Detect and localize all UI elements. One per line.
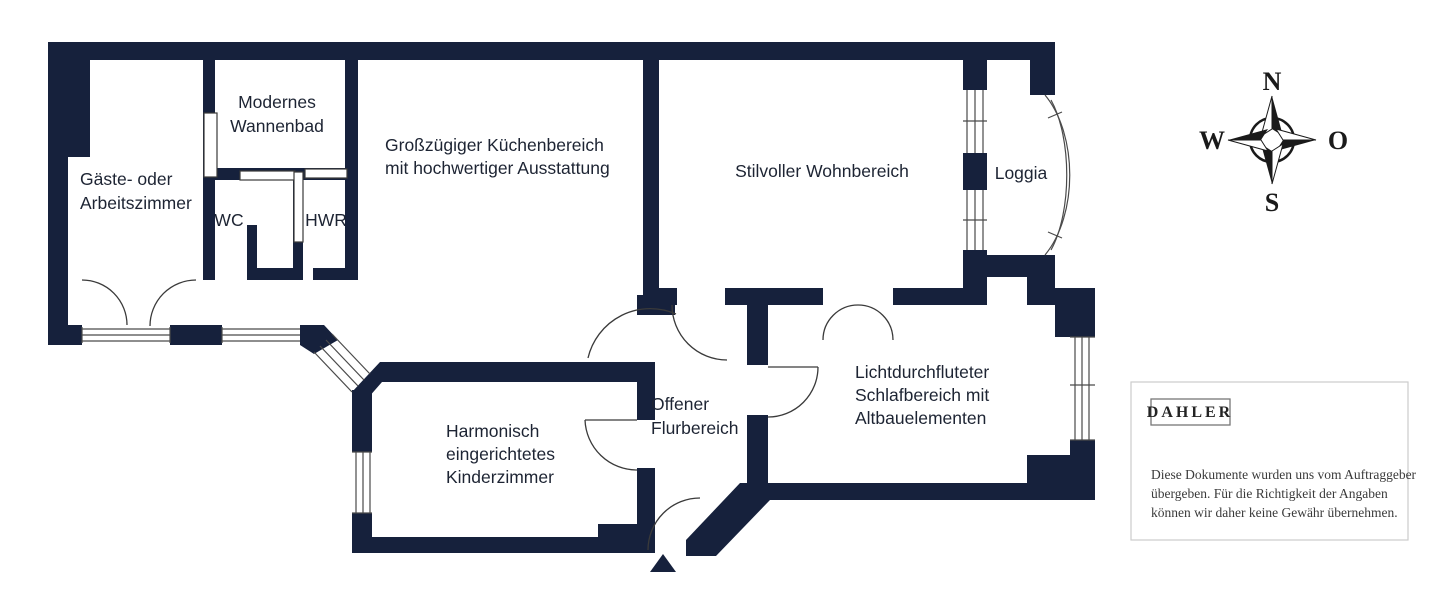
room-label-kueche-line2: mit hochwertiger Ausstattung [385,158,610,178]
windows [81,90,1095,514]
room-label-flur-line2: Flurbereich [651,418,739,438]
disclaimer-line3: können wir daher keine Gewähr übernehmen… [1151,505,1398,520]
fixtures [203,112,348,243]
window-bottom-left-1 [81,327,171,343]
window-kinderzimmer [352,451,372,514]
room-label-gaeste-line2: Arbeitszimmer [80,193,192,213]
room-label-kinder-line2: eingerichtetes [446,444,555,464]
entrance-arrow-icon [650,554,676,572]
door-arc-kitchen [587,307,677,359]
room-label-schlaf-line2: Schlafbereich mit [855,385,989,405]
room-label-wannenbad-line1: Modernes [238,92,316,112]
room-label-flur-line1: Offener [651,394,709,414]
disclaimer-line1: Diese Dokumente wurden uns vom Auftragge… [1151,467,1417,482]
shaft-fixture [203,112,218,178]
branding-panel: DAHLER Diese Dokumente wurden uns vom Au… [1130,381,1417,541]
door-arc-corridor [149,279,197,327]
hwr-door [293,171,304,243]
dahler-logo-box [1150,398,1231,426]
compass-west-label: W [1199,126,1225,155]
hwr-fixture [304,168,348,179]
door-arc-entrance [647,497,701,551]
room-labels: Gäste- oder Arbeitszimmer Modernes Wanne… [80,92,1048,487]
compass-north-label: N [1263,67,1282,96]
room-label-kinder-line3: Kinderzimmer [446,467,554,487]
room-label-wohnbereich: Stilvoller Wohnbereich [735,161,909,181]
window-schlafbereich [1070,336,1095,441]
window-diagonal [313,333,371,393]
room-label-gaeste-line1: Gäste- oder [80,169,173,189]
door-schlafbereich [767,366,819,418]
dahler-logo: DAHLER [1147,404,1233,421]
compass-rose-icon: N O S W [1199,67,1348,217]
compass-east-label: O [1328,126,1348,155]
sliding-door-wannenbad [239,170,296,181]
room-label-wc: WC [214,210,243,230]
room-label-loggia: Loggia [995,163,1048,183]
room-label-kueche-line1: Großzügiger Küchenbereich [385,135,604,155]
doors [81,279,894,551]
room-label-wannenbad-line2: Wannenbad [230,116,324,136]
room-label-schlaf-line1: Lichtdurchfluteter [855,362,989,382]
disclaimer-line2: übergeben. Für die Richtigkeit der Angab… [1151,486,1388,501]
room-label-schlaf-line3: Altbauelementen [855,408,986,428]
door-arc-gaeste [81,279,128,326]
door-kinderzimmer [584,419,638,471]
room-label-kinder-line1: Harmonisch [446,421,539,441]
door-arc-wohnbereich [671,304,728,361]
compass-south-label: S [1265,188,1279,217]
window-bottom-left-2 [221,327,300,343]
door-double-schlafbereich [822,304,894,341]
loggia-curve [1044,94,1071,256]
window-wohnbereich-loggia [963,90,987,250]
room-label-hwr: HWR [305,210,347,230]
